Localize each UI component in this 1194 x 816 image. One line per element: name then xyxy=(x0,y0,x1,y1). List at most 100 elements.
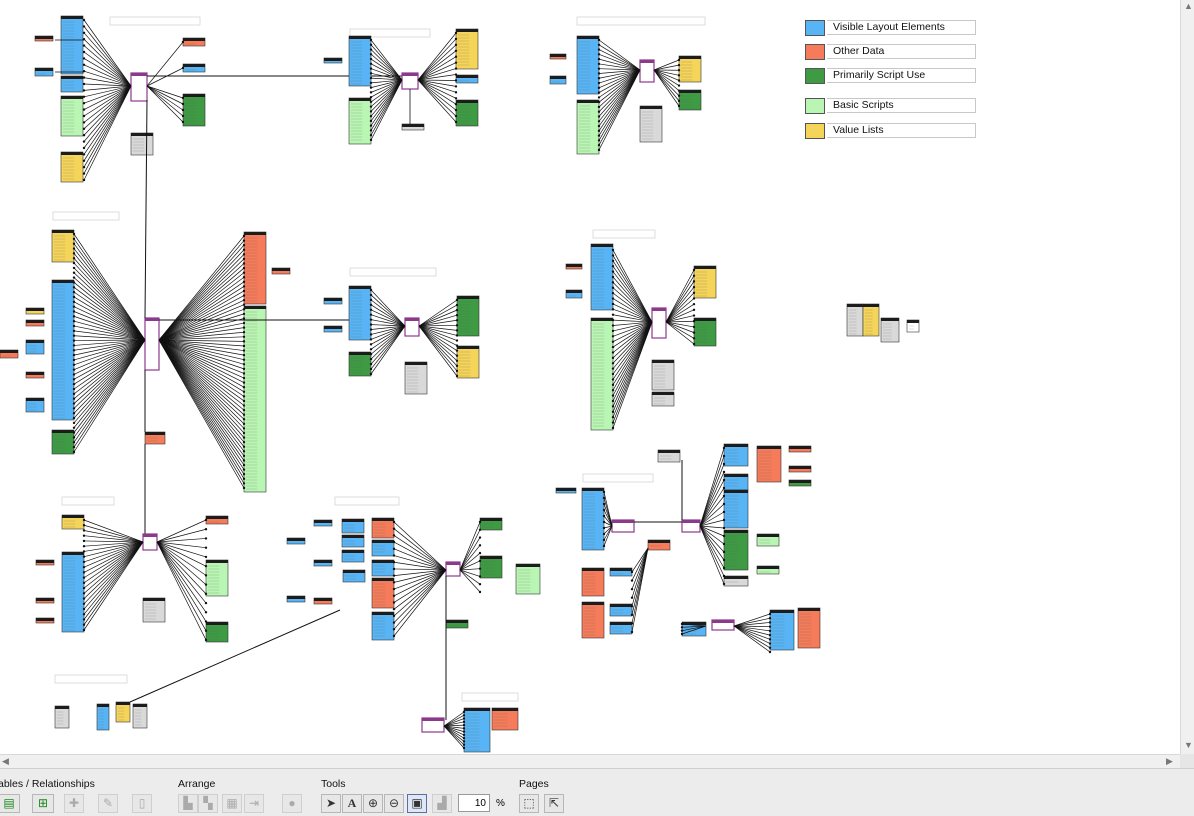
relationship-line xyxy=(84,525,143,542)
relationship-dot xyxy=(243,372,245,374)
zoom-level-input[interactable]: 10 xyxy=(458,794,490,812)
relationship-line xyxy=(84,542,143,614)
zoom-fit-icon[interactable]: ▣ xyxy=(407,794,427,813)
edit-pencil-icon[interactable]: ✎ xyxy=(98,794,118,813)
vertical-scrollbar[interactable]: ▲ ▼ xyxy=(1180,0,1194,754)
relationship-line xyxy=(734,626,770,639)
hub-table-header xyxy=(712,620,734,623)
table-header xyxy=(405,362,427,365)
relationship-dot xyxy=(370,67,372,69)
table-occurrence xyxy=(457,346,479,378)
legend-label: Other Data xyxy=(827,44,976,59)
color-circle-icon[interactable]: ● xyxy=(282,794,302,813)
relationship-dot xyxy=(243,418,245,420)
relationship-dot xyxy=(598,130,600,132)
relationship-dot xyxy=(370,289,372,291)
delete-icon[interactable]: ▯ xyxy=(132,794,152,813)
table-occurrence xyxy=(464,708,490,752)
relationship-dot xyxy=(631,579,633,581)
relationship-line xyxy=(394,570,446,616)
relationship-dot xyxy=(678,74,680,76)
duplicate-icon[interactable]: ✚ xyxy=(64,794,84,813)
zoom-in-icon[interactable]: ⊕ xyxy=(363,794,383,813)
relationship-dot xyxy=(612,362,614,364)
relationship-dot xyxy=(612,411,614,413)
relationship-dot xyxy=(205,556,207,558)
relationship-graph-canvas[interactable]: Visible Layout Elements Other Data Prima… xyxy=(0,0,1180,754)
scroll-left-icon[interactable]: ◀ xyxy=(2,756,9,767)
relationship-dot xyxy=(243,331,245,333)
relationship-dot xyxy=(83,147,85,149)
relationship-dot xyxy=(612,367,614,369)
relationship-dot xyxy=(612,287,614,289)
relationship-dot xyxy=(681,633,683,635)
relationship-dot xyxy=(83,153,85,155)
scroll-up-icon[interactable]: ▲ xyxy=(1184,1,1193,11)
table-occurrence xyxy=(349,36,371,86)
collapse-tables-icon[interactable]: ▟ xyxy=(432,794,452,813)
relationship-dot xyxy=(83,51,85,53)
horizontal-scrollbar[interactable]: ◀ ▶ xyxy=(0,754,1180,769)
relationship-dot xyxy=(73,446,75,448)
relationship-line xyxy=(599,70,640,136)
table-header xyxy=(610,622,632,625)
distribute-icon[interactable]: ▦ xyxy=(222,794,242,813)
table-header xyxy=(582,488,604,491)
table-header xyxy=(143,598,165,601)
legend-label: Basic Scripts xyxy=(827,98,976,113)
page-break-icon[interactable]: ⇱ xyxy=(544,794,564,813)
relationship-dot xyxy=(205,546,207,548)
relationship-line xyxy=(418,39,456,80)
relationship-dot xyxy=(370,72,372,74)
relationship-dot xyxy=(456,365,458,367)
relationship-line xyxy=(394,535,446,570)
align-center-icon[interactable]: ▚ xyxy=(198,794,218,813)
add-table-icon[interactable]: ▤ xyxy=(0,794,20,813)
relationship-dot xyxy=(463,721,465,723)
relationship-dot xyxy=(73,441,75,443)
relationship-dot xyxy=(370,77,372,79)
align-left-icon[interactable]: ▙ xyxy=(178,794,198,813)
relationship-dot xyxy=(678,79,680,81)
table-header xyxy=(26,308,44,311)
table-header xyxy=(372,560,394,563)
text-tool-icon[interactable]: A xyxy=(342,794,362,813)
relationship-dot xyxy=(678,95,680,97)
scroll-right-icon[interactable]: ▶ xyxy=(1166,756,1173,767)
relationship-dot xyxy=(693,337,695,339)
relationship-dot xyxy=(73,242,75,244)
relationship-dot xyxy=(243,368,245,370)
relationship-dot xyxy=(83,550,85,552)
relationship-dot xyxy=(598,101,600,103)
relationship-line xyxy=(74,340,145,379)
relationship-dot xyxy=(73,281,75,283)
relationship-line xyxy=(613,272,652,322)
relationship-dot xyxy=(463,727,465,729)
table-header xyxy=(770,610,794,613)
table-occurrence xyxy=(591,318,613,430)
pointer-icon[interactable]: ➤ xyxy=(321,794,341,813)
table-header xyxy=(446,620,468,623)
relationship-dot xyxy=(479,521,481,523)
relationship-dot xyxy=(370,48,372,50)
relationship-graph[interactable] xyxy=(0,0,1180,754)
table-occurrence xyxy=(724,444,748,466)
relationship-dot xyxy=(456,299,458,301)
relationship-dot xyxy=(612,308,614,310)
resize-icon[interactable]: ⇥ xyxy=(244,794,264,813)
relationship-dot xyxy=(73,238,75,240)
relationship-dot xyxy=(612,335,614,337)
zoom-out-icon[interactable]: ⊖ xyxy=(384,794,404,813)
relationship-dot xyxy=(243,432,245,434)
relationship-dot xyxy=(243,317,245,319)
table-header xyxy=(272,268,290,271)
relationship-dot xyxy=(612,357,614,359)
table-header xyxy=(789,480,811,483)
add-relationship-icon[interactable]: ⊞ xyxy=(32,794,54,813)
relationship-dot xyxy=(598,77,600,79)
scroll-down-icon[interactable]: ▼ xyxy=(1184,740,1193,750)
relationship-dot xyxy=(243,377,245,379)
page-setup-icon[interactable]: ⬚ xyxy=(519,794,539,813)
relationship-line xyxy=(666,270,694,322)
relationship-line xyxy=(419,326,457,366)
